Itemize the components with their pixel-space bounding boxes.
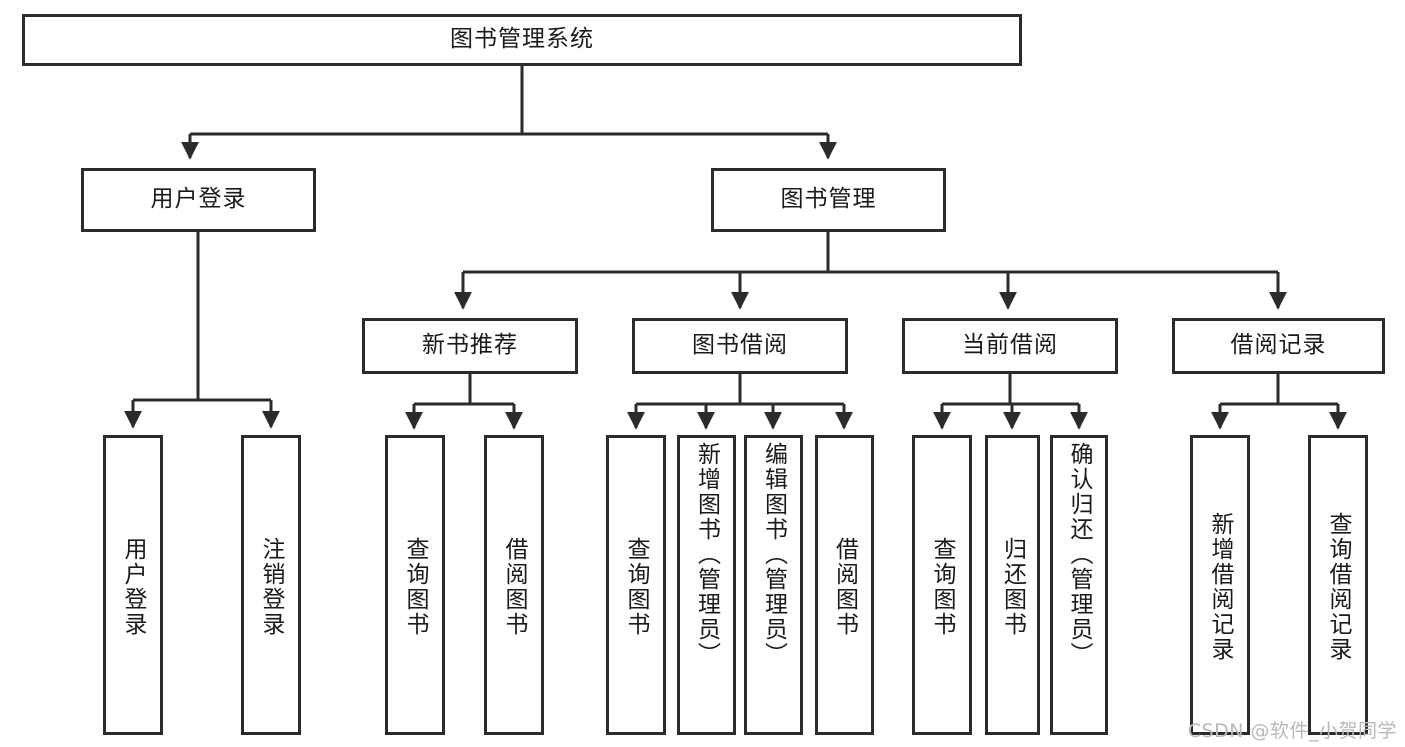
node-new-book-recommend-label: 新书推荐 bbox=[422, 332, 518, 359]
node-leaf-borrow-book-2-label: 借阅图书 bbox=[831, 537, 858, 637]
node-book-management-label: 图书管理 bbox=[780, 186, 877, 213]
node-leaf-borrow-book-1-label: 借阅图书 bbox=[501, 537, 528, 637]
node-user-login[interactable]: 用户登录 bbox=[81, 168, 316, 232]
node-leaf-user-login[interactable]: 用户登录 bbox=[103, 435, 163, 735]
node-leaf-edit-book-label: 编辑图书（管理员） bbox=[760, 442, 787, 667]
node-leaf-query-borrow-record-label: 查询借阅记录 bbox=[1325, 512, 1352, 662]
node-leaf-add-borrow-record-label: 新增借阅记录 bbox=[1207, 512, 1234, 662]
node-book-management[interactable]: 图书管理 bbox=[711, 168, 946, 232]
node-book-borrow[interactable]: 图书借阅 bbox=[632, 318, 848, 374]
node-leaf-confirm-return-label: 确认归还（管理员） bbox=[1066, 442, 1093, 667]
node-leaf-user-logout-label: 注销登录 bbox=[258, 537, 285, 637]
node-current-borrow-label: 当前借阅 bbox=[962, 332, 1058, 359]
node-leaf-user-login-label: 用户登录 bbox=[120, 537, 147, 637]
node-leaf-query-borrow-record[interactable]: 查询借阅记录 bbox=[1308, 435, 1368, 735]
node-leaf-query-book-1[interactable]: 查询图书 bbox=[385, 435, 445, 735]
node-leaf-query-book-1-label: 查询图书 bbox=[402, 537, 429, 637]
node-leaf-query-book-2[interactable]: 查询图书 bbox=[606, 435, 666, 735]
node-leaf-confirm-return[interactable]: 确认归还（管理员） bbox=[1050, 435, 1108, 735]
node-leaf-edit-book[interactable]: 编辑图书（管理员） bbox=[744, 435, 803, 735]
node-root-label: 图书管理系统 bbox=[450, 26, 594, 53]
node-leaf-add-book-label: 新增图书（管理员） bbox=[693, 442, 720, 667]
node-borrow-record-label: 借阅记录 bbox=[1230, 332, 1327, 359]
node-leaf-query-book-3-label: 查询图书 bbox=[929, 537, 956, 637]
node-leaf-add-borrow-record[interactable]: 新增借阅记录 bbox=[1190, 435, 1250, 735]
node-new-book-recommend[interactable]: 新书推荐 bbox=[362, 318, 578, 374]
node-user-login-label: 用户登录 bbox=[150, 186, 247, 213]
node-leaf-query-book-3[interactable]: 查询图书 bbox=[912, 435, 972, 735]
node-root[interactable]: 图书管理系统 bbox=[22, 14, 1022, 66]
node-leaf-user-logout[interactable]: 注销登录 bbox=[241, 435, 301, 735]
node-leaf-borrow-book-1[interactable]: 借阅图书 bbox=[484, 435, 544, 735]
node-current-borrow[interactable]: 当前借阅 bbox=[902, 318, 1118, 374]
node-leaf-return-book-label: 归还图书 bbox=[999, 537, 1026, 637]
node-leaf-borrow-book-2[interactable]: 借阅图书 bbox=[815, 435, 874, 735]
node-book-borrow-label: 图书借阅 bbox=[692, 332, 788, 359]
node-leaf-add-book[interactable]: 新增图书（管理员） bbox=[677, 435, 736, 735]
node-borrow-record[interactable]: 借阅记录 bbox=[1172, 318, 1385, 374]
watermark: CSDN @软件_小贺同学 bbox=[1187, 720, 1397, 742]
node-leaf-return-book[interactable]: 归还图书 bbox=[985, 435, 1040, 735]
node-leaf-query-book-2-label: 查询图书 bbox=[623, 537, 650, 637]
